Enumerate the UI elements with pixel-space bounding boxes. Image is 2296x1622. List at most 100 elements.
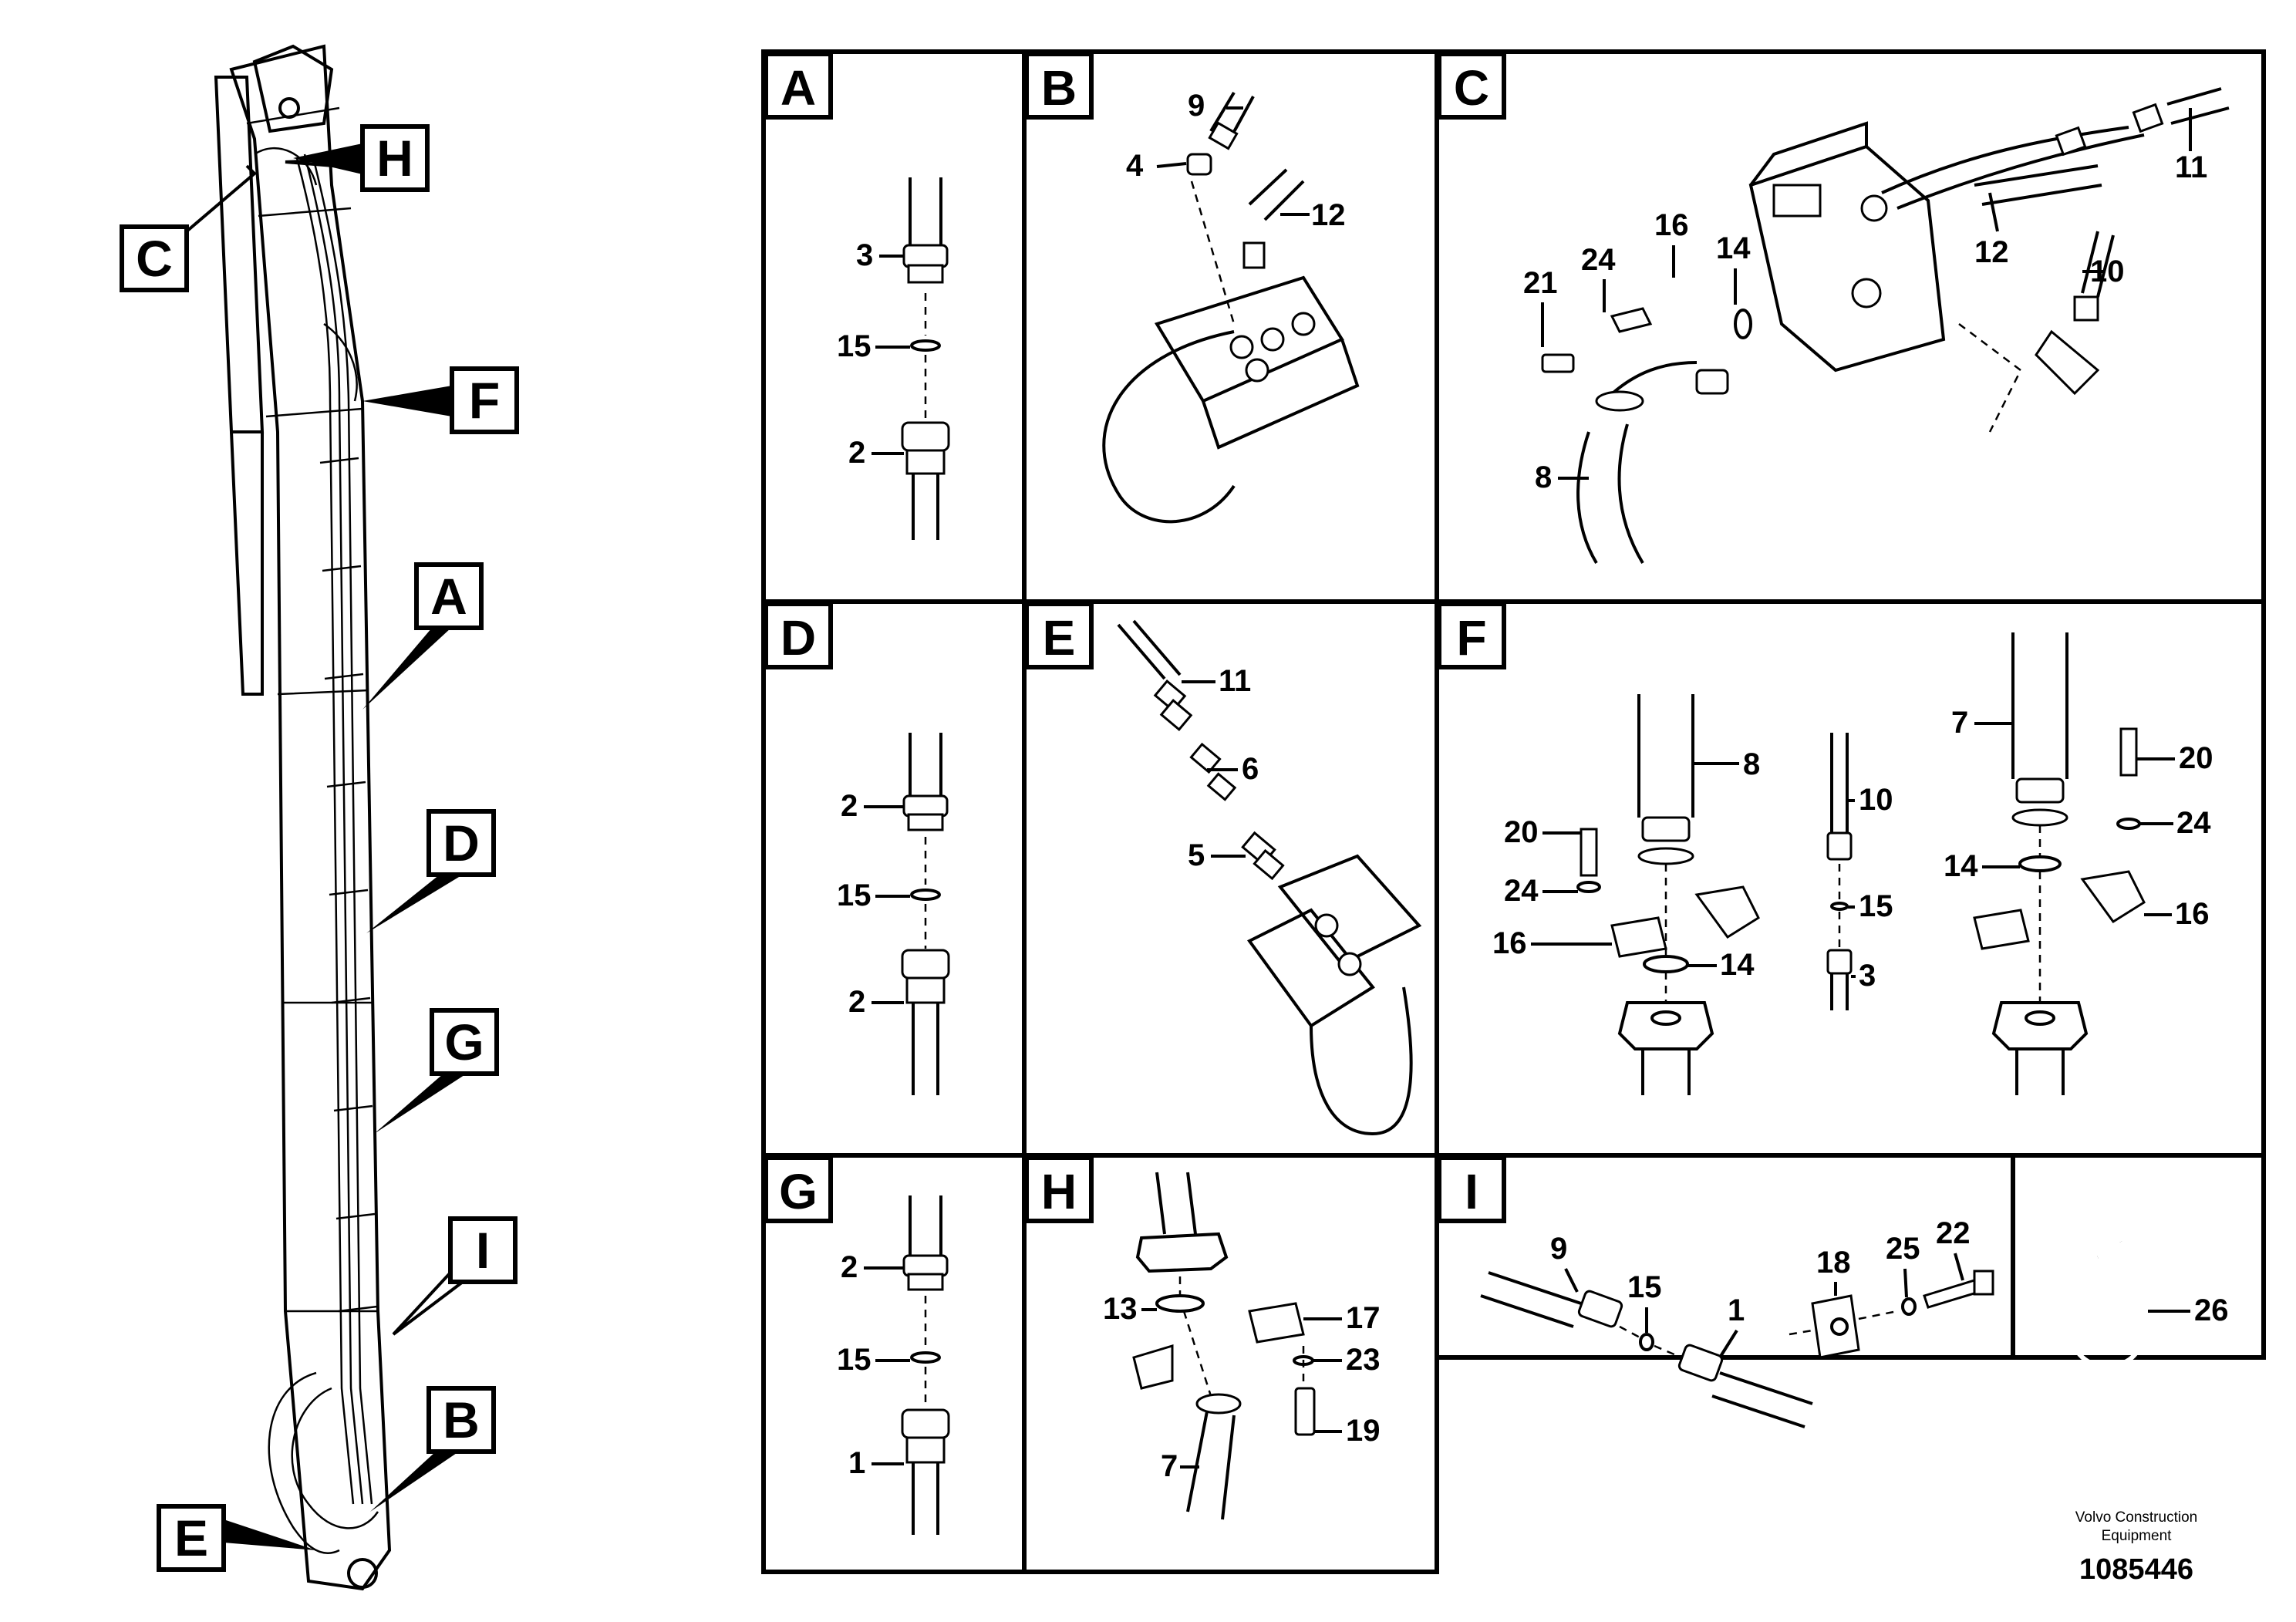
footer: Volvo Construction Equipment 1085446: [2036, 1509, 2237, 1587]
panel-i-tag: I: [1437, 1155, 1506, 1223]
label-a-2: 2: [848, 436, 865, 470]
label-b-4: 4: [1126, 149, 1144, 183]
panel-f-tag: F: [1437, 602, 1506, 669]
panel-e-letter: E: [1043, 610, 1076, 666]
panel-a-drawing: 3 15 2: [837, 177, 950, 540]
callout-i[interactable]: I: [392, 1216, 518, 1336]
label-c-16: 16: [1654, 208, 1689, 242]
label-h-17: 17: [1346, 1301, 1381, 1335]
callout-h-label: H: [376, 130, 413, 187]
label-i-1: 1: [1728, 1293, 1745, 1327]
label-d-2b: 2: [848, 985, 865, 1019]
label-i-9: 9: [1550, 1232, 1567, 1266]
panel-h-tag: H: [1024, 1155, 1094, 1223]
label-h-23: 23: [1346, 1343, 1381, 1377]
callout-e-label: E: [174, 1509, 208, 1566]
panel-f-letter: F: [1456, 610, 1486, 666]
label-f-24b: 24: [2176, 806, 2211, 840]
label-26: 26: [2194, 1293, 2229, 1327]
label-i-15: 15: [1627, 1270, 1662, 1304]
label-b-9: 9: [1188, 89, 1205, 123]
callout-c-label: C: [136, 230, 173, 287]
panel-b-tag: B: [1024, 52, 1094, 120]
label-e-11: 11: [1219, 664, 1251, 698]
label-c-21: 21: [1523, 266, 1558, 300]
callout-f[interactable]: F: [362, 366, 519, 434]
label-g-15: 15: [837, 1343, 872, 1377]
label-a-15: 15: [837, 329, 872, 363]
panel-b-letter: B: [1041, 60, 1077, 116]
label-d-2: 2: [841, 789, 858, 823]
panel-a-tag: A: [764, 52, 833, 120]
label-g-1: 1: [848, 1446, 865, 1480]
panel-c-drawing: 11 12 10 21 24 16 14 8: [1523, 87, 2230, 565]
label-f-7: 7: [1951, 706, 1968, 740]
panel-c-tag: C: [1437, 52, 1506, 120]
panel-letters: A B C D E F G H I: [764, 52, 1506, 1223]
callout-h[interactable]: H: [285, 124, 430, 192]
label-c-12: 12: [1974, 235, 2009, 269]
label-f-14: 14: [1944, 849, 1978, 883]
callout-c[interactable]: C: [120, 164, 257, 292]
panel-g-drawing: 2 15 1: [837, 1195, 950, 1535]
callout-g[interactable]: G: [374, 1008, 499, 1134]
panel-a-letter: A: [781, 60, 816, 116]
label-f-24: 24: [1504, 874, 1539, 908]
callout-g-label: G: [444, 1013, 484, 1071]
label-f-10: 10: [1859, 783, 1893, 817]
label-c-11: 11: [2175, 150, 2207, 184]
callout-a[interactable]: A: [362, 562, 484, 710]
label-f-16b: 16: [2175, 897, 2210, 931]
label-c-8: 8: [1535, 460, 1552, 494]
label-a-3: 3: [856, 238, 873, 272]
callout-d[interactable]: D: [366, 809, 496, 933]
label-i-18: 18: [1816, 1246, 1851, 1280]
panel-h-letter: H: [1041, 1164, 1077, 1219]
label-f-3: 3: [1859, 959, 1876, 993]
brand-line-1: Volvo Construction: [2075, 1509, 2198, 1526]
label-h-19: 19: [1346, 1414, 1381, 1448]
label-f-15: 15: [1859, 889, 1893, 923]
label-f-8: 8: [1743, 747, 1760, 781]
label-h-13: 13: [1103, 1292, 1138, 1326]
panel-i-drawing: 9 15 1 18 25 22: [1480, 1216, 1994, 1428]
callout-e[interactable]: E: [157, 1504, 316, 1572]
label-e-6: 6: [1242, 752, 1259, 786]
label-d-15: 15: [837, 878, 872, 912]
panel-grid: [761, 49, 2266, 1574]
drawing-number: 1085446: [2079, 1553, 2193, 1586]
callout-d-label: D: [443, 814, 480, 872]
callout-b[interactable]: B: [370, 1386, 496, 1512]
label-g-2: 2: [841, 1250, 858, 1284]
panel-g-letter: G: [779, 1164, 818, 1219]
label-i-25: 25: [1886, 1232, 1920, 1266]
panel-d-tag: D: [764, 602, 833, 669]
label-f-14b: 14: [1720, 948, 1755, 982]
label-h-7: 7: [1161, 1449, 1178, 1483]
callout-b-label: B: [443, 1391, 480, 1448]
panel-i-letter: I: [1465, 1164, 1478, 1219]
label-f-20: 20: [1504, 815, 1539, 849]
panel-d-drawing: 2 15 2: [837, 733, 950, 1095]
label-f-16: 16: [1492, 926, 1527, 960]
label-c-14: 14: [1716, 231, 1751, 265]
brand-line-2: Equipment: [2101, 1528, 2172, 1544]
boom-callouts: C H F A D G I: [120, 124, 519, 1572]
panel-g-tag: G: [764, 1155, 833, 1223]
label-e-5: 5: [1188, 838, 1205, 872]
panel-f-drawing: 8 7 20 10 20 24 24 14 15 16 16 14 3: [1492, 632, 2213, 1095]
label-f-20b: 20: [2179, 741, 2213, 775]
panel-e-drawing: 11 6 5: [1117, 619, 1422, 1136]
callout-i-label: I: [476, 1222, 490, 1279]
callout-a-label: A: [430, 568, 467, 625]
label-i-22: 22: [1936, 1216, 1971, 1250]
label-b-12: 12: [1311, 198, 1346, 232]
panel-b-drawing: 9 4 12: [1102, 89, 1360, 524]
panel-c-letter: C: [1454, 60, 1489, 116]
boom-overview: [214, 44, 392, 1591]
callout-f-label: F: [469, 372, 500, 429]
panel-e-tag: E: [1024, 602, 1094, 669]
label-c-24: 24: [1581, 243, 1616, 277]
panel-cable-tie-drawing: 26: [2063, 1241, 2229, 1369]
